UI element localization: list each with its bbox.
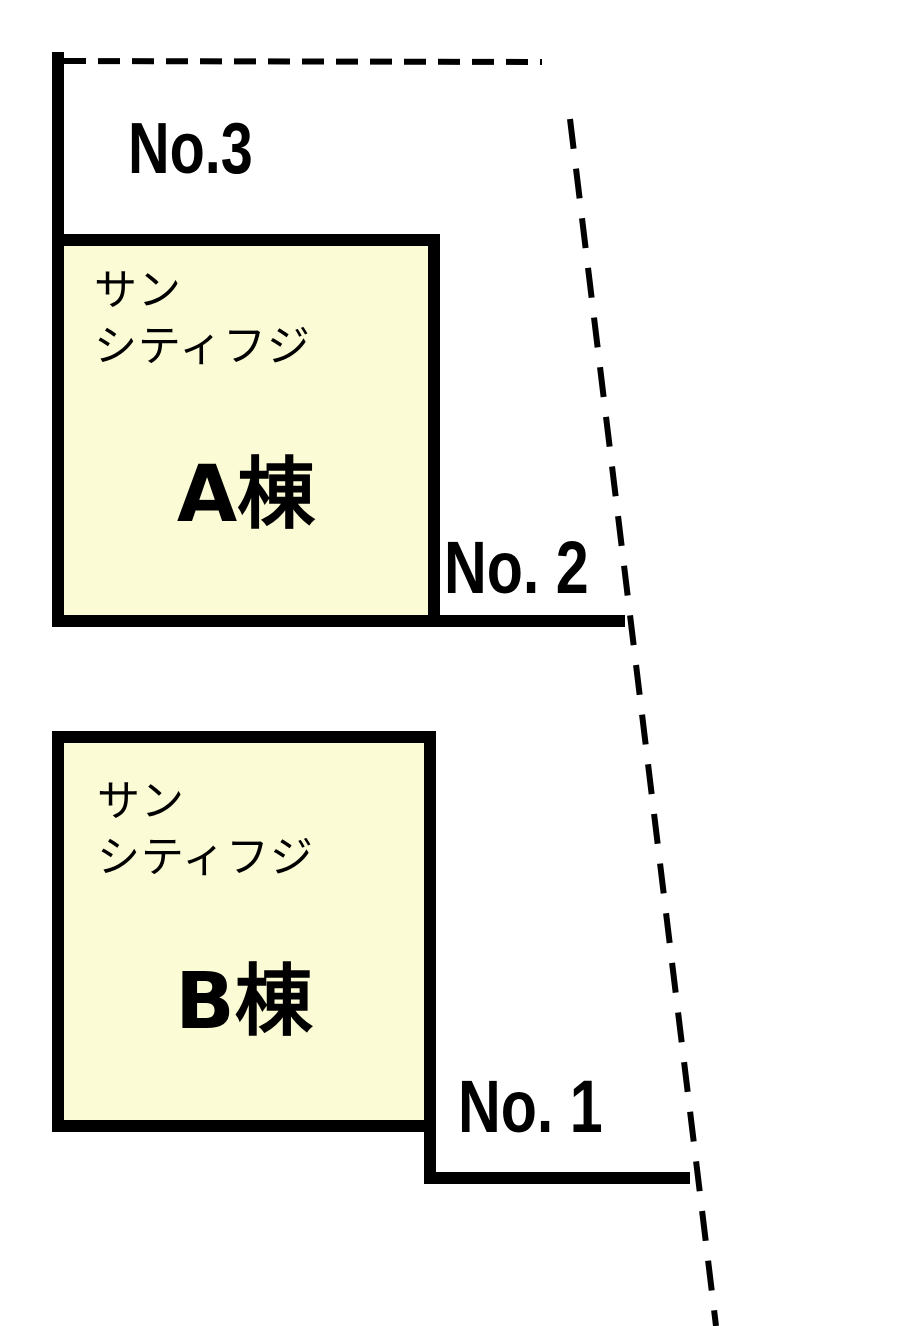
- building-block-a[interactable]: サン シティフジ A棟: [52, 234, 440, 627]
- building-block-b[interactable]: サン シティフジ B棟: [52, 731, 436, 1132]
- boundary-dashed-top: [63, 58, 543, 65]
- building-a-name-label: A棟: [176, 450, 316, 540]
- building-b-kana-label: サン シティフジ: [97, 777, 314, 883]
- boundary-dashed-diagonal: [567, 118, 719, 1326]
- building-b-name-label: B棟: [175, 957, 313, 1047]
- plot-label-no3: No.3: [128, 109, 253, 189]
- plot-label-no2: No. 2: [444, 526, 589, 609]
- building-a-kana-label: サン シティフジ: [94, 266, 311, 372]
- plot-label-no1: No. 1: [458, 1065, 603, 1148]
